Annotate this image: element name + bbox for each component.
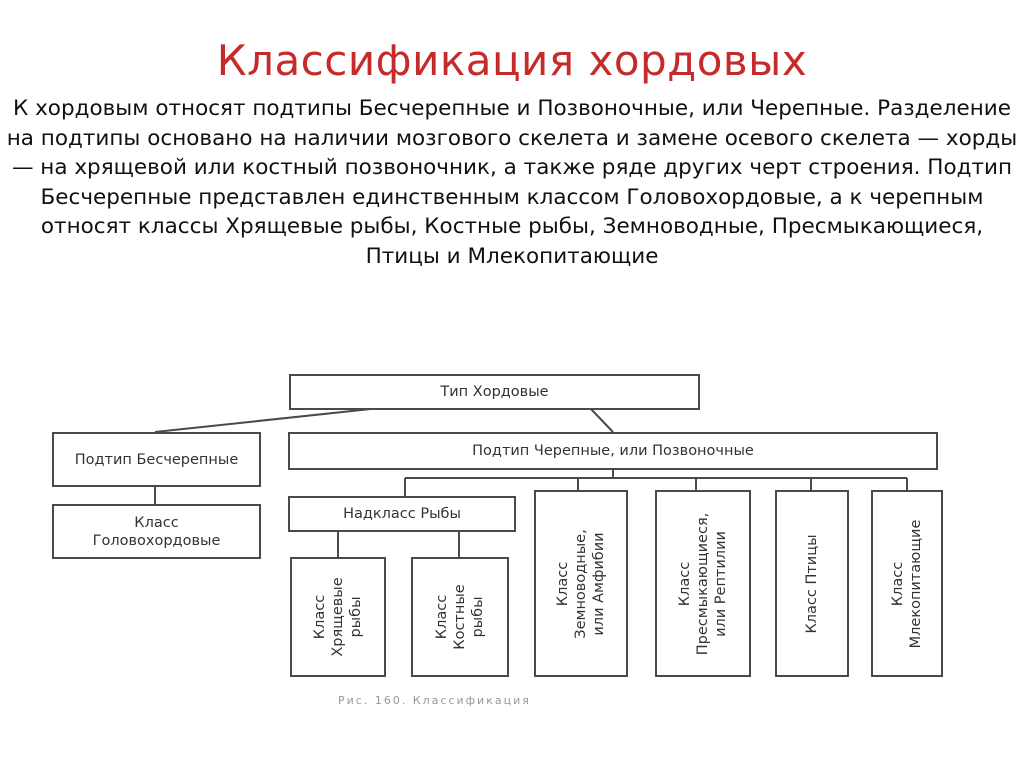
intro-paragraph: К хордовым относят подтипы Бесчерепные и… — [6, 96, 1018, 269]
node-class-amphibia: Класс Земноводные, или Амфибии — [534, 490, 628, 677]
figure-caption: Рис. 160. Классификация — [338, 694, 531, 707]
node-class-cephalochordata-line1: Класс — [134, 514, 179, 531]
node-class-aves-label: Класс Птицы — [804, 533, 820, 634]
node-class-cartilaginous-fish-label: Класс Хрящевые рыбы — [312, 577, 364, 657]
node-subtype-vertebrata: Подтип Черепные, или Позвоночные — [288, 432, 938, 470]
node-class-cephalochordata-line2: Головохордовые — [92, 532, 221, 549]
node-class-reptilia: Класс Пресмыкающиеся, или Рептилии — [655, 490, 751, 677]
node-class-reptilia-label: Класс Пресмыкающиеся, или Рептилии — [677, 512, 729, 655]
node-class-aves: Класс Птицы — [775, 490, 849, 677]
connector-root-right — [589, 407, 614, 433]
node-subtype-acrania: Подтип Бесчерепные — [52, 432, 261, 487]
node-class-mammalia: Класс Млекопитающие — [871, 490, 943, 677]
node-class-cartilaginous-fish: Класс Хрящевые рыбы — [290, 557, 386, 677]
node-class-bony-fish: Класс Костные рыбы — [411, 557, 509, 677]
node-class-bony-fish-label: Класс Костные рыбы — [434, 584, 486, 650]
node-type-chordata: Тип Хордовые — [289, 374, 700, 410]
node-class-cephalochordata: Класс Головохордовые — [52, 504, 261, 559]
node-class-mammalia-label: Класс Млекопитающие — [890, 519, 924, 648]
page-title: Классификация хордовых — [216, 36, 808, 85]
node-superclass-fish: Надкласс Рыбы — [288, 496, 516, 532]
node-class-amphibia-label: Класс Земноводные, или Амфибии — [555, 528, 607, 639]
connector-root-left — [154, 407, 381, 433]
